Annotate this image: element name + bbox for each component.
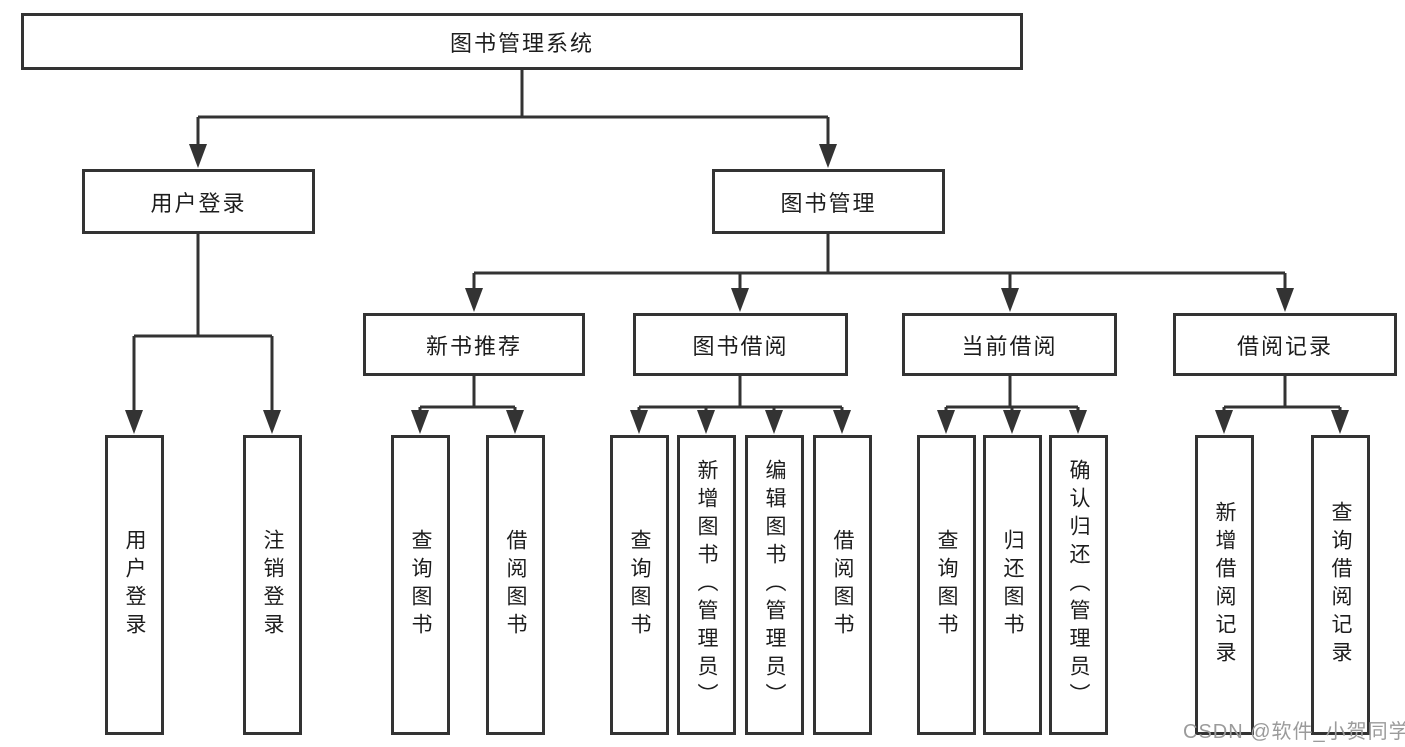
connector-book-borrow bbox=[637, 376, 844, 414]
leaf-borrow-books: 借阅图书 bbox=[813, 435, 872, 735]
leaf-label: 注销登录 bbox=[261, 529, 284, 641]
leaf-label: 查询图书 bbox=[628, 529, 651, 641]
leaf-label: 用户登录 bbox=[123, 529, 146, 641]
leaf-label: 查询借阅记录 bbox=[1329, 501, 1352, 669]
leaf-query-books-current: 查询图书 bbox=[917, 435, 976, 735]
node-new-books: 新书推荐 bbox=[363, 313, 585, 376]
leaf-label: 编辑图书（管理员） bbox=[763, 459, 786, 711]
connector-root bbox=[196, 69, 830, 150]
connector-current-borrow bbox=[944, 376, 1080, 414]
leaf-add-borrow-record: 新增借阅记录 bbox=[1195, 435, 1254, 735]
leaf-label: 归还图书 bbox=[1001, 529, 1024, 641]
node-current-borrow: 当前借阅 bbox=[902, 313, 1117, 376]
arrowheads bbox=[125, 144, 1349, 434]
leaf-label: 借阅图书 bbox=[831, 529, 854, 641]
node-label: 图书管理系统 bbox=[449, 30, 594, 56]
node-label: 图书借阅 bbox=[692, 333, 789, 359]
node-label: 当前借阅 bbox=[961, 333, 1058, 359]
leaf-borrow-books-newbooks: 借阅图书 bbox=[486, 435, 545, 735]
csdn-watermark: CSDN @软件_小贺同学 bbox=[1183, 721, 1405, 743]
node-label: 用户登录 bbox=[150, 190, 247, 216]
node-borrow-records: 借阅记录 bbox=[1173, 313, 1397, 376]
connector-book-mgmt bbox=[472, 234, 1287, 292]
leaf-add-books-admin: 新增图书（管理员） bbox=[677, 435, 736, 735]
node-label: 借阅记录 bbox=[1236, 333, 1333, 359]
leaf-user-login: 用户登录 bbox=[105, 435, 164, 735]
leaf-query-borrow-record: 查询借阅记录 bbox=[1311, 435, 1370, 735]
node-user-login: 用户登录 bbox=[82, 169, 315, 234]
leaf-label: 借阅图书 bbox=[504, 529, 527, 641]
node-book-mgmt: 图书管理 bbox=[712, 169, 945, 234]
node-label: 新书推荐 bbox=[425, 333, 522, 359]
leaf-label: 新增借阅记录 bbox=[1213, 501, 1236, 669]
leaf-label: 查询图书 bbox=[409, 529, 432, 641]
leaf-label: 新增图书（管理员） bbox=[695, 459, 718, 711]
leaf-return-books: 归还图书 bbox=[983, 435, 1042, 735]
node-book-borrow: 图书借阅 bbox=[633, 313, 848, 376]
connector-new-books bbox=[418, 376, 517, 414]
node-root: 图书管理系统 bbox=[21, 13, 1023, 70]
connector-borrow-records bbox=[1222, 376, 1342, 414]
leaf-confirm-return-admin: 确认归还（管理员） bbox=[1049, 435, 1108, 735]
leaf-edit-books-admin: 编辑图书（管理员） bbox=[745, 435, 804, 735]
node-label: 图书管理 bbox=[780, 190, 877, 216]
leaf-logout: 注销登录 bbox=[243, 435, 302, 735]
leaf-label: 查询图书 bbox=[935, 529, 958, 641]
leaf-query-books-borrow: 查询图书 bbox=[610, 435, 669, 735]
leaf-label: 确认归还（管理员） bbox=[1067, 459, 1090, 711]
leaf-query-books-newbooks: 查询图书 bbox=[391, 435, 450, 735]
connector-user-login bbox=[132, 234, 274, 414]
